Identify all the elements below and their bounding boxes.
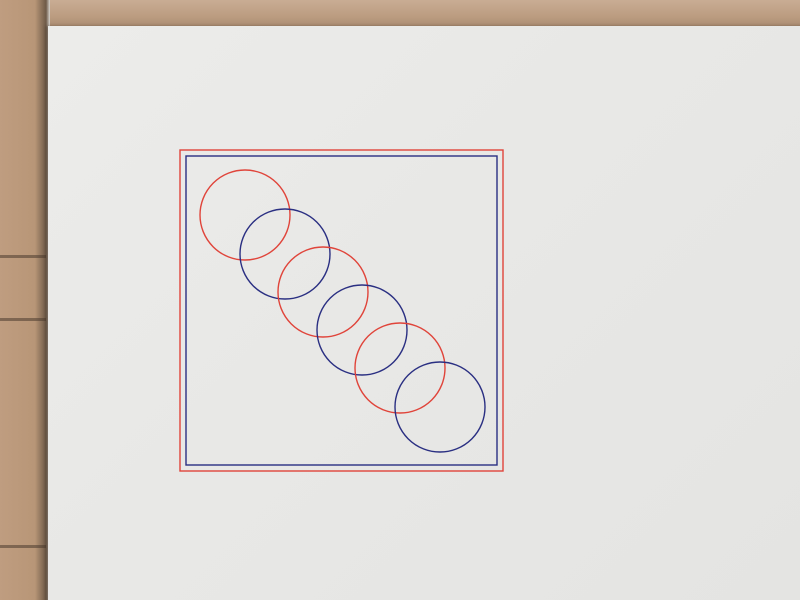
frames (179, 149, 504, 472)
inner-frame-blue (185, 155, 498, 466)
board-seam (0, 545, 46, 548)
circles (199, 169, 486, 453)
circle-blue-2 (316, 284, 408, 376)
wooden-board-top (0, 0, 800, 28)
outer-frame-red (179, 149, 504, 472)
circle-red-1 (199, 169, 291, 261)
circle-blue-3 (394, 361, 486, 453)
circle-red-2 (277, 246, 369, 338)
paper-sheet (48, 26, 800, 600)
wooden-board-left (0, 0, 50, 600)
circle-red-3 (354, 322, 446, 414)
circle-blue-1 (239, 208, 331, 300)
board-seam (0, 318, 46, 321)
board-seam (0, 255, 46, 258)
